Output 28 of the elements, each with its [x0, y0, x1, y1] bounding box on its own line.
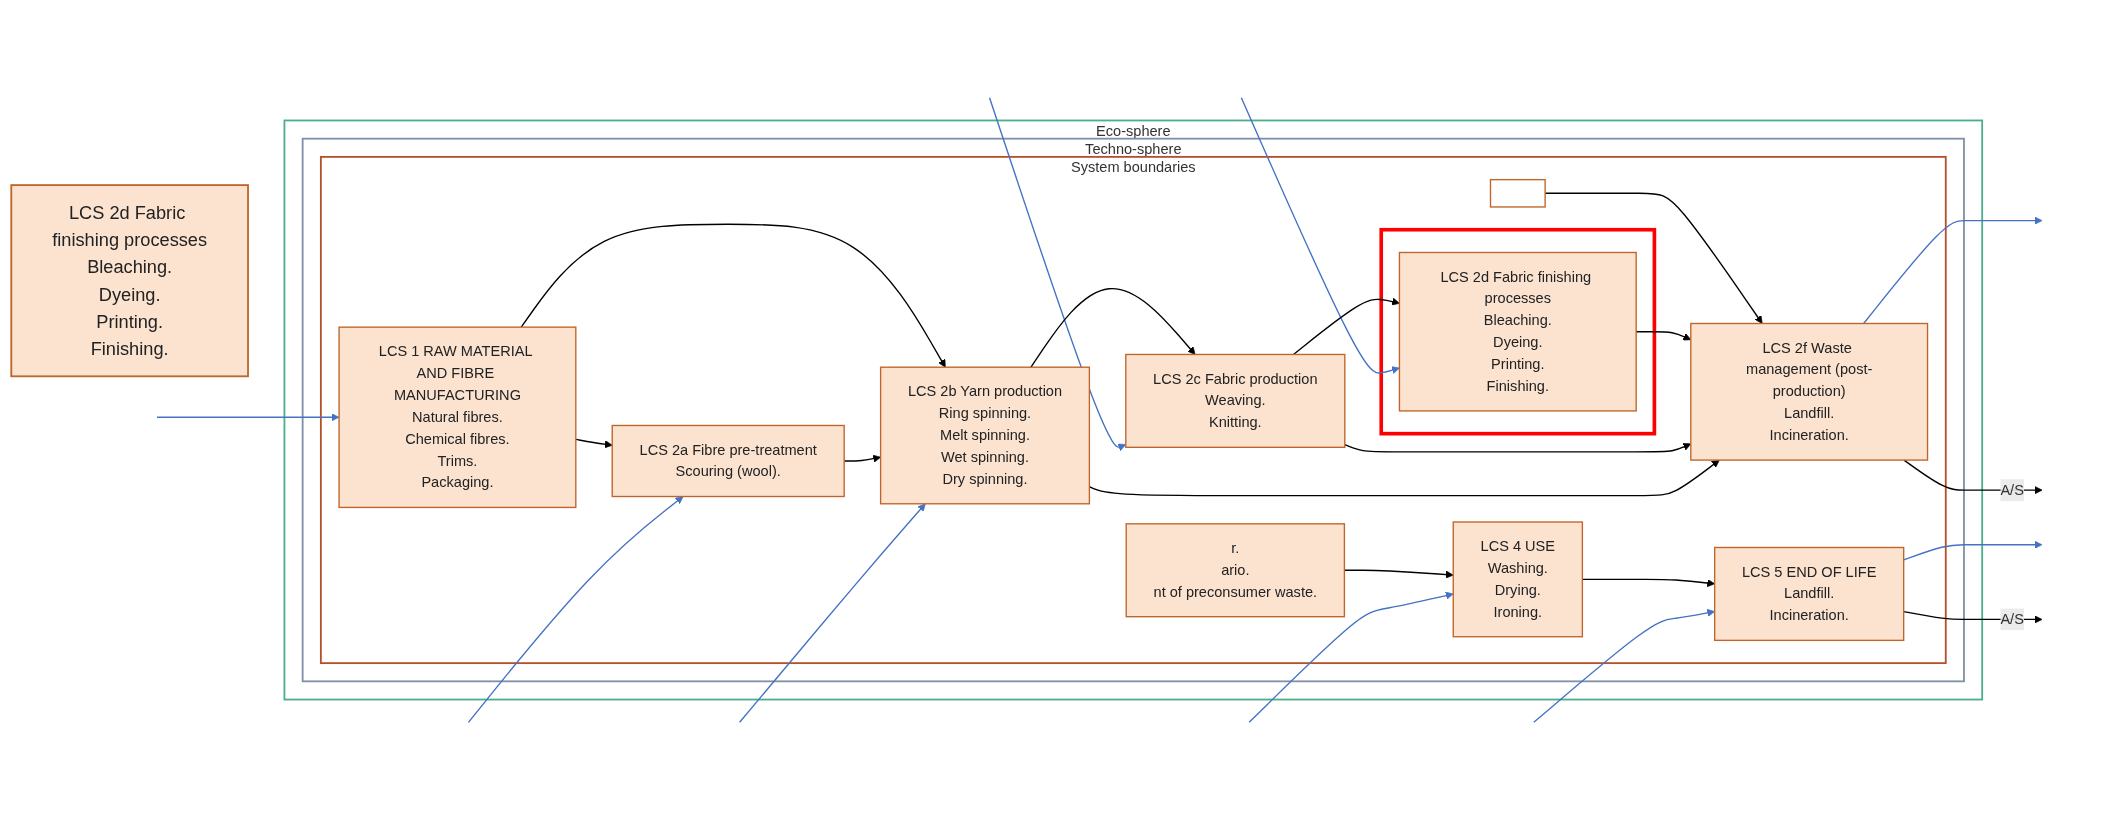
arrow	[1248, 591, 1454, 723]
edge-label: A/S	[2000, 611, 2024, 627]
arrow	[1862, 216, 2043, 325]
node-box: LCS 2b Yarn production Ring spinning. Melt spinning. Wet spinning. Dry spinning.	[879, 366, 1091, 505]
node-box: LCS 4 USE Washing. Drying. Ironing.	[1452, 521, 1584, 638]
node-box: LCS 2d Fabric finishing processes Bleaching. Dyeing. Printing. Finishing.	[10, 184, 249, 378]
arrow	[1903, 459, 2043, 495]
arrow	[467, 496, 684, 723]
arrow	[738, 503, 926, 723]
node-box: LCS 2c Fabric production Weaving. Knitting.	[1125, 353, 1346, 448]
node-box	[1489, 178, 1546, 208]
edge-label: A/S	[2000, 481, 2024, 498]
node-box: r. ario. nt of preconsumer waste.	[1125, 523, 1346, 618]
cluster	[1379, 227, 1657, 436]
node-box: LCS 2a Fibre pre-treatment Scouring (wool).	[611, 424, 845, 498]
arrow	[1903, 540, 2043, 561]
arrow	[1903, 610, 2043, 624]
node-box: LCS 5 END OF LIFE Landfill. Incineration.	[1714, 546, 1905, 642]
arrow	[988, 97, 1127, 452]
node-box: LCS 2d Fabric finishing processes Bleaching. Dyeing. Printing. Finishing.	[1398, 251, 1637, 412]
node-box: LCS 1 RAW MATERIAL AND FIBRE MANUFACTURING Natural fibres. Chemical fibres. Trims. Packaging.	[338, 326, 577, 509]
arrow	[575, 438, 613, 449]
arrow	[1240, 97, 1400, 374]
arrow	[1030, 288, 1196, 368]
arrow	[156, 413, 340, 422]
arrow	[1292, 297, 1400, 356]
node-box: LCS 2f Waste management (post-production) Landfill. Incineration.	[1690, 322, 1929, 461]
arrow	[520, 223, 946, 368]
